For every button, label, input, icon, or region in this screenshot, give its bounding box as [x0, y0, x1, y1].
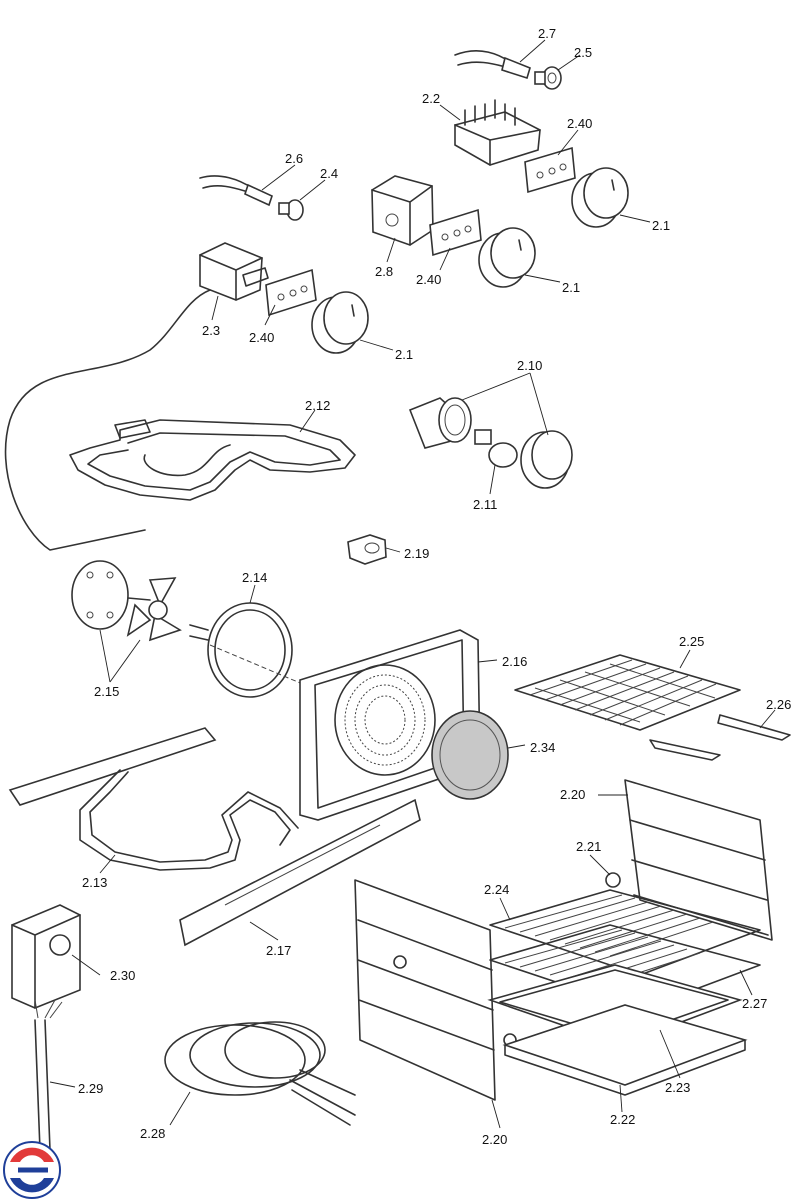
knob-2-1-c — [311, 291, 369, 354]
side-rack-2-20-right — [624, 779, 773, 941]
indicator-lamp-wire-2-7 — [454, 50, 531, 80]
label-2-13: 2.13 — [82, 875, 107, 890]
label-2-28: 2.28 — [140, 1126, 165, 1141]
mounting-plate-2-40-c — [265, 268, 317, 317]
mounting-plate-2-40-a — [524, 146, 576, 194]
grill-element-2-12 — [69, 419, 356, 501]
label-2-40-c: 2.40 — [249, 330, 274, 345]
label-2-34: 2.34 — [530, 740, 555, 755]
leader-lines — [49, 39, 776, 1129]
bulb-2-11 — [474, 429, 518, 468]
knob-2-1-a — [571, 167, 629, 228]
label-2-29: 2.29 — [78, 1081, 103, 1096]
label-2-21: 2.21 — [576, 839, 601, 854]
label-2-6: 2.6 — [285, 151, 303, 166]
rail-2-17 — [179, 798, 421, 947]
fan-blade-2-15 — [126, 577, 182, 642]
label-2-20-b: 2.20 — [482, 1132, 507, 1147]
label-2-27: 2.27 — [742, 996, 767, 1011]
circular-element-2-14 — [189, 602, 306, 698]
label-2-19: 2.19 — [404, 546, 429, 561]
label-2-2: 2.2 — [422, 91, 440, 106]
label-2-1-a: 2.1 — [652, 218, 670, 233]
label-2-3: 2.3 — [202, 323, 220, 338]
label-2-25: 2.25 — [679, 634, 704, 649]
label-2-1-b: 2.1 — [562, 280, 580, 295]
label-2-17: 2.17 — [266, 943, 291, 958]
knob-2-1-b — [478, 227, 536, 288]
label-2-40-b: 2.40 — [416, 272, 441, 287]
brand-logo — [3, 1141, 61, 1199]
fan-cover-2-34 — [431, 710, 509, 800]
drip-tray-2-22 — [502, 1004, 748, 1096]
label-2-7: 2.7 — [538, 26, 556, 41]
runner-2-26 — [649, 714, 791, 761]
label-2-30: 2.30 — [110, 968, 135, 983]
label-2-24: 2.24 — [484, 882, 509, 897]
lamp-holder-2-10 — [408, 397, 472, 449]
label-2-20-a: 2.20 — [560, 787, 585, 802]
side-rack-2-20-left — [354, 879, 496, 1101]
selector-switch-2-2 — [454, 99, 541, 166]
label-2-40-a: 2.40 — [567, 116, 592, 131]
label-2-22: 2.22 — [610, 1112, 635, 1127]
shelf-rack-2-25 — [514, 654, 741, 731]
label-2-15: 2.15 — [94, 684, 119, 699]
indicator-lamp-2-4 — [278, 199, 304, 221]
switch-2-8 — [371, 175, 434, 246]
mounting-plate-2-40-b — [429, 208, 482, 257]
label-2-8: 2.8 — [375, 264, 393, 279]
wiring-harness-2-28 — [164, 1021, 356, 1126]
label-2-12: 2.12 — [305, 398, 330, 413]
indicator-lamp-2-5 — [534, 66, 562, 90]
fan-motor-2-15 — [71, 560, 151, 630]
bracket-2-19 — [347, 534, 387, 565]
thermostat-capillary — [4, 289, 211, 551]
label-2-26: 2.26 — [766, 697, 791, 712]
indicator-lamp-wire-2-6 — [199, 175, 273, 207]
label-2-5: 2.5 — [574, 45, 592, 60]
bottom-element-2-13 — [8, 727, 299, 871]
label-2-10: 2.10 — [517, 358, 542, 373]
label-2-11: 2.11 — [473, 497, 497, 512]
label-2-16: 2.16 — [502, 654, 527, 669]
lamp-glass-2-10 — [520, 430, 573, 489]
label-2-23: 2.23 — [665, 1080, 690, 1095]
motor-2-30 — [11, 904, 81, 1009]
cable-2-29 — [34, 999, 63, 1151]
label-2-14: 2.14 — [242, 570, 267, 585]
label-2-1-c: 2.1 — [395, 347, 413, 362]
thermostat-2-3 — [199, 242, 269, 301]
label-2-4: 2.4 — [320, 166, 338, 181]
